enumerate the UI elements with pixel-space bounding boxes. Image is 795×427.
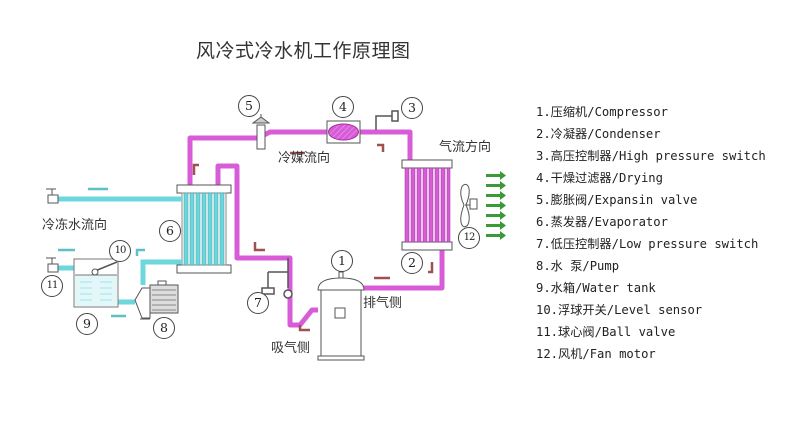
drier-filter [326, 120, 361, 144]
callout-2: 2 [401, 252, 423, 274]
refrigerant-flow-label: 冷媒流向 [278, 151, 331, 166]
ball-valve [46, 257, 59, 273]
airflow-arrow [486, 211, 506, 220]
callout-1: 1 [331, 250, 353, 272]
legend-item: 1.压缩机/Compressor [536, 105, 668, 119]
chilled-water-flow-label: 冷冻水流向 [42, 218, 108, 233]
refrigerant-arrow [192, 163, 199, 175]
condenser [401, 159, 453, 251]
component-legend: 1.压缩机/Compressor 2.冷凝器/Condenser 3.高压控制器… [536, 101, 766, 365]
airflow-arrow [486, 231, 506, 240]
water-arrows [58, 187, 145, 318]
legend-item: 9.水箱/Water tank [536, 281, 656, 295]
legend-item: 8.水 泵/Pump [536, 259, 620, 273]
legend-item: 11.球心阀/Ball valve [536, 325, 676, 339]
high-pressure-switch [375, 110, 399, 130]
expansion-valve [251, 114, 271, 150]
refrigerant-arrow [428, 262, 434, 274]
fan-motor [460, 183, 478, 228]
low-pressure-switch [261, 258, 293, 299]
callout-11: 11 [41, 275, 63, 297]
airflow-arrows [486, 171, 506, 240]
compressor [317, 271, 365, 361]
callout-3: 3 [401, 97, 423, 119]
airflow-arrow [486, 191, 506, 200]
legend-item: 7.低压控制器/Low pressure switch [536, 237, 759, 251]
legend-item: 6.蒸发器/Evaporator [536, 215, 668, 229]
evaporator [176, 184, 232, 274]
callout-7: 7 [247, 292, 269, 314]
legend-item: 5.膨胀阀/Expansin valve [536, 193, 698, 207]
ball-valve-outlet [46, 188, 59, 204]
legend-item: 10.浮球开关/Level sensor [536, 303, 703, 317]
refrigerant-arrow [298, 325, 310, 332]
airflow-label: 气流方向 [439, 140, 492, 155]
pipe-discharge [352, 250, 445, 291]
refrigerant-arrows [192, 143, 434, 332]
water-tank [73, 258, 119, 308]
callout-4: 4 [332, 96, 354, 118]
diagram-title: 风冷式冷水机工作原理图 [196, 40, 411, 62]
airflow-arrow [486, 181, 506, 190]
airflow-arrow [486, 171, 506, 180]
legend-item: 4.干燥过滤器/Drying [536, 171, 663, 185]
callout-10: 10 [109, 240, 131, 262]
water-circuit [55, 196, 182, 305]
callout-9: 9 [76, 313, 98, 335]
legend-item: 2.冷凝器/Condenser [536, 127, 661, 141]
callout-12: 12 [458, 227, 480, 249]
refrigerant-arrow [377, 143, 385, 152]
callout-6: 6 [159, 220, 181, 242]
legend-item: 3.高压控制器/High pressure switch [536, 149, 766, 163]
pump-to-evaporator [140, 259, 182, 285]
callout-8: 8 [153, 317, 175, 339]
airflow-arrow [486, 201, 506, 210]
water-arrow [135, 248, 145, 256]
airflow-arrow [486, 221, 506, 230]
callout-5: 5 [238, 95, 260, 117]
legend-item: 12.风机/Fan motor [536, 347, 656, 361]
refrigerant-arrow [253, 242, 265, 252]
suction-side-label: 吸气侧 [271, 341, 311, 356]
water-pump [134, 280, 179, 320]
discharge-side-label: 排气侧 [363, 296, 403, 311]
pipe-evap-outlet [215, 163, 318, 328]
pipe-top-right [357, 129, 413, 160]
